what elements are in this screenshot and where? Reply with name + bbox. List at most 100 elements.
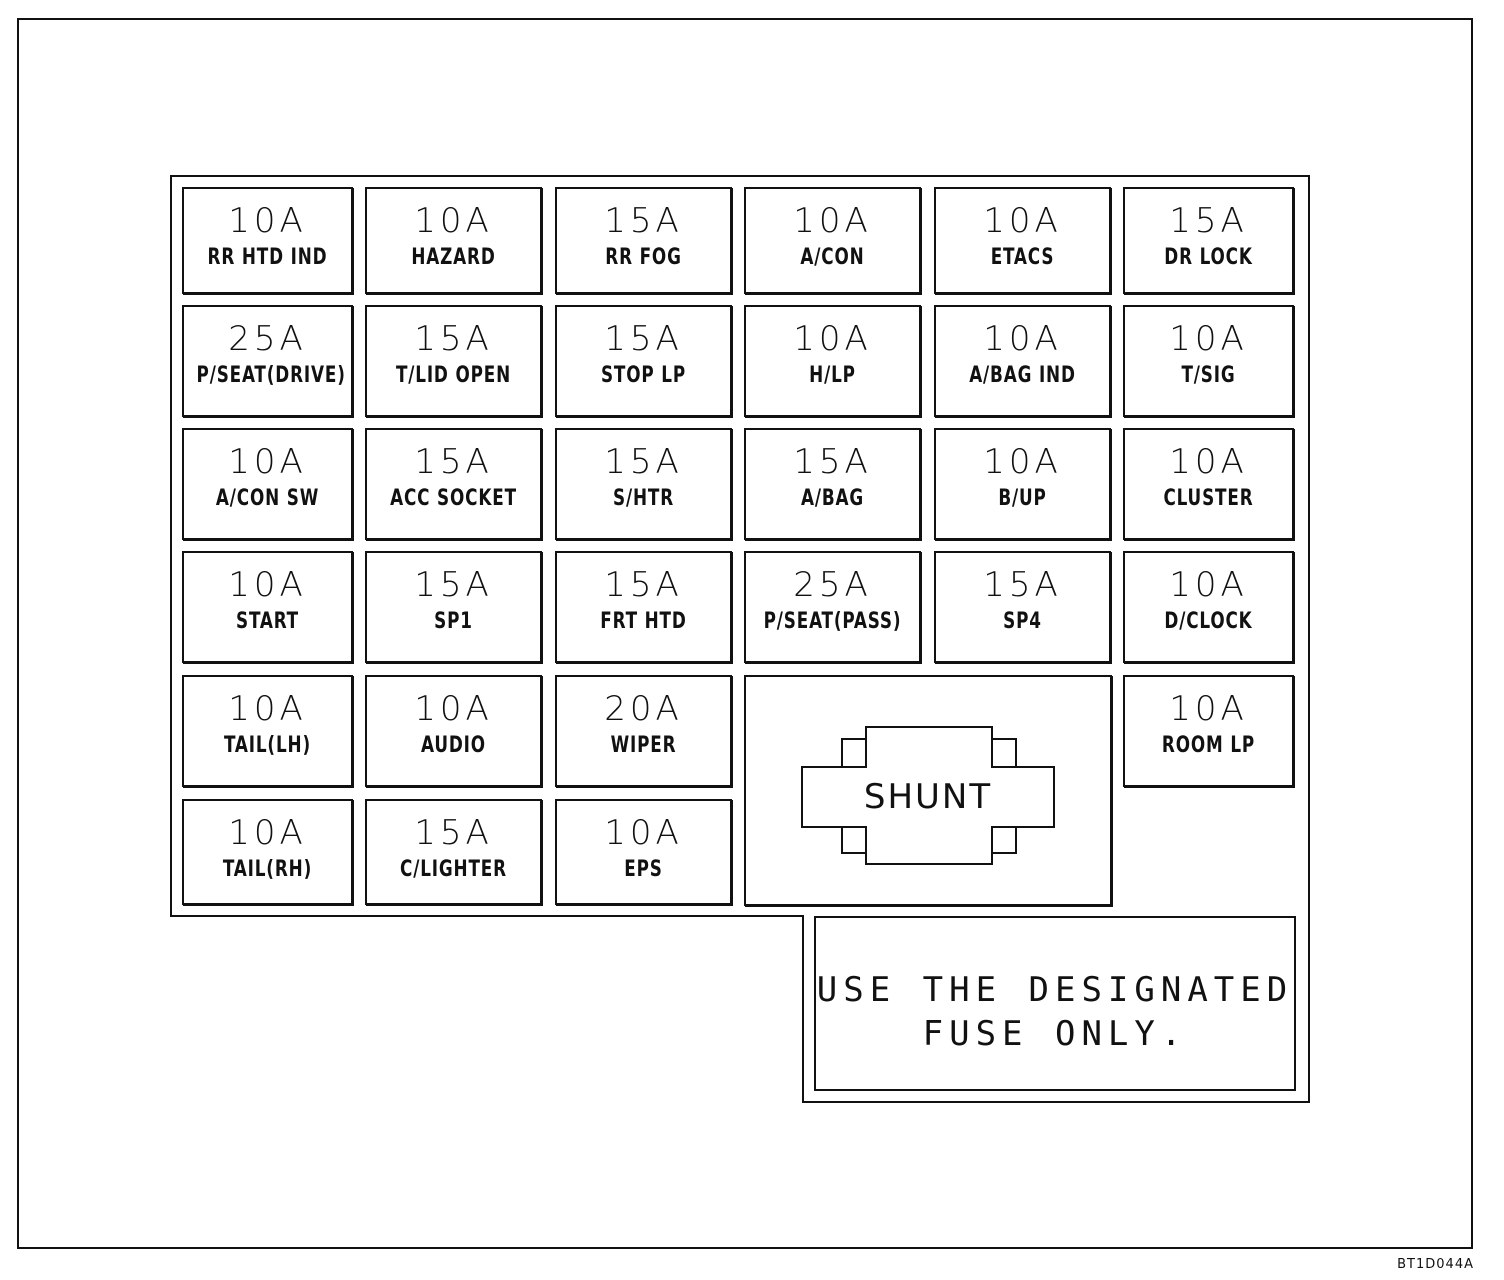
- fuse-label: A/BAG IND: [969, 363, 1076, 388]
- fuse-rating: 15A: [604, 565, 683, 605]
- fuse-rating: 25A: [228, 319, 307, 359]
- fuse-label: FRT HTD: [600, 609, 687, 634]
- fuse-rating: 10A: [414, 201, 493, 241]
- fuse-slot: 10A ETACS: [934, 187, 1111, 294]
- fuse-rating: 10A: [983, 442, 1062, 482]
- fuse-slot: 15A FRT HTD: [555, 551, 732, 663]
- fuse-slot: 10A A/CON SW: [182, 428, 353, 540]
- fuse-rating: 15A: [1169, 201, 1248, 241]
- fuse-slot: 15A T/LID OPEN: [365, 305, 542, 417]
- fuse-slot: 10A RR HTD IND: [182, 187, 353, 294]
- fuse-slot: 15A A/BAG: [744, 428, 921, 540]
- fuse-slot: 25A P/SEAT(DRIVE): [182, 305, 353, 417]
- fuse-slot: 10A H/LP: [744, 305, 921, 417]
- shunt-block: SHUNT: [744, 675, 1112, 906]
- fuse-panel: [170, 175, 1310, 917]
- fuse-rating: 10A: [1169, 442, 1248, 482]
- fuse-slot: 10A AUDIO: [365, 675, 542, 787]
- fuse-slot: 10A ROOM LP: [1123, 675, 1294, 787]
- fuse-slot: 15A ACC SOCKET: [365, 428, 542, 540]
- fuse-label: TAIL(LH): [223, 733, 311, 758]
- fuse-rating: 10A: [983, 319, 1062, 359]
- fuse-rating: 10A: [793, 201, 872, 241]
- fuse-rating: 10A: [228, 565, 307, 605]
- fuse-label: ACC SOCKET: [390, 486, 517, 511]
- fuse-rating: 10A: [793, 319, 872, 359]
- fuse-rating: 15A: [414, 565, 493, 605]
- fuse-label: P/SEAT(DRIVE): [196, 363, 346, 388]
- fuse-slot: 20A WIPER: [555, 675, 732, 787]
- fuse-slot: 10A CLUSTER: [1123, 428, 1294, 540]
- fuse-rating: 10A: [1169, 565, 1248, 605]
- fuse-rating: 20A: [604, 689, 683, 729]
- fuse-label: H/LP: [809, 363, 856, 388]
- fuse-rating: 10A: [228, 201, 307, 241]
- fuse-slot: 15A DR LOCK: [1123, 187, 1294, 294]
- fuse-slot: 10A A/CON: [744, 187, 921, 294]
- fuse-rating: 15A: [983, 565, 1062, 605]
- fuse-rating: 15A: [604, 319, 683, 359]
- fuse-slot: 15A C/LIGHTER: [365, 799, 542, 905]
- fuse-rating: 10A: [228, 689, 307, 729]
- fuse-rating: 10A: [414, 689, 493, 729]
- fuse-label: AUDIO: [421, 733, 486, 758]
- figure-code: BT1D044A: [1397, 1257, 1474, 1272]
- fuse-slot: 10A T/SIG: [1123, 305, 1294, 417]
- fuse-rating: 15A: [414, 319, 493, 359]
- fuse-rating: 10A: [1169, 319, 1248, 359]
- fuse-label: TAIL(RH): [222, 857, 313, 882]
- fuse-rating: 15A: [414, 813, 493, 853]
- fuse-label: WIPER: [610, 733, 677, 758]
- fuse-slot: 10A TAIL(LH): [182, 675, 353, 787]
- panel-edge: [170, 915, 804, 917]
- shunt-label: SHUNT: [863, 777, 993, 817]
- fuse-label: ROOM LP: [1161, 733, 1256, 758]
- fuse-rating: 15A: [604, 442, 683, 482]
- shunt-icon: [801, 726, 1055, 865]
- fuse-rating: 15A: [604, 201, 683, 241]
- fuse-label: A/CON SW: [215, 486, 320, 511]
- fuse-label: SP4: [1003, 609, 1042, 634]
- fuse-label: START: [235, 609, 300, 634]
- fuse-label: C/LIGHTER: [400, 857, 507, 882]
- fuse-rating: 10A: [228, 813, 307, 853]
- fuse-label: T/LID OPEN: [395, 363, 512, 388]
- fuse-slot: 10A HAZARD: [365, 187, 542, 294]
- fuse-slot: 10A START: [182, 551, 353, 663]
- fuse-slot: 10A A/BAG IND: [934, 305, 1111, 417]
- fuse-label: S/HTR: [612, 486, 675, 511]
- panel-notch: [802, 915, 1310, 1103]
- fuse-label: CLUSTER: [1163, 486, 1254, 511]
- fuse-rating: 25A: [793, 565, 872, 605]
- fuse-slot: 10A TAIL(RH): [182, 799, 353, 905]
- fuse-rating: 15A: [414, 442, 493, 482]
- fuse-rating: 15A: [793, 442, 872, 482]
- fuse-label: A/BAG: [800, 486, 865, 511]
- fuse-rating: 10A: [228, 442, 307, 482]
- fuse-label: B/UP: [998, 486, 1047, 511]
- diagram-frame: [17, 18, 1473, 1249]
- fuse-rating: 10A: [604, 813, 683, 853]
- fuse-slot: 15A RR FOG: [555, 187, 732, 294]
- fuse-label: STOP LP: [600, 363, 687, 388]
- fuse-label: HAZARD: [411, 245, 496, 270]
- fuse-label: DR LOCK: [1164, 245, 1253, 270]
- fuse-label: ETACS: [990, 245, 1055, 270]
- fuse-label: T/SIG: [1181, 363, 1236, 388]
- fuse-slot: 15A STOP LP: [555, 305, 732, 417]
- note-line-1: USE THE DESIGNATED: [816, 970, 1294, 1010]
- fuse-label: D/CLOCK: [1164, 609, 1253, 634]
- note-line-2: FUSE ONLY.: [922, 1014, 1188, 1054]
- fuse-slot: 10A B/UP: [934, 428, 1111, 540]
- fuse-rating: 10A: [1169, 689, 1248, 729]
- fuse-rating: 10A: [983, 201, 1062, 241]
- fuse-label: A/CON: [800, 245, 865, 270]
- fuse-label: RR FOG: [605, 245, 682, 270]
- fuse-label: RR HTD IND: [207, 245, 328, 270]
- fuse-label: SP1: [434, 609, 473, 634]
- warning-note: USE THE DESIGNATED FUSE ONLY.: [814, 916, 1296, 1091]
